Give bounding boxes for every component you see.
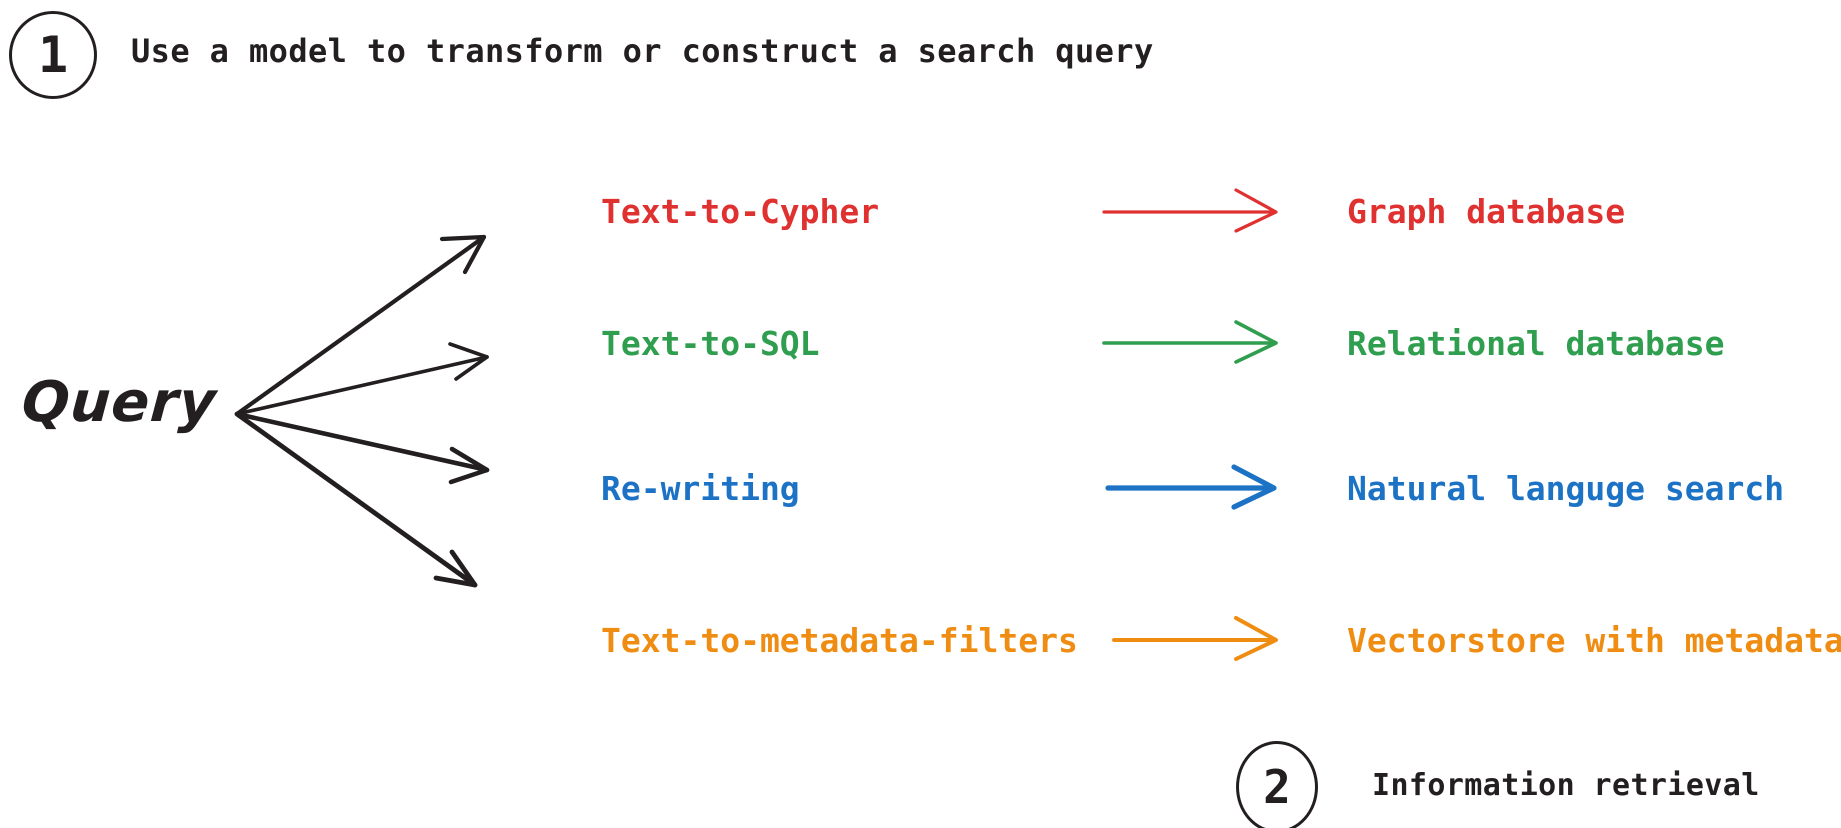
- route-source-label-1: Text-to-SQL: [601, 324, 820, 363]
- route-target-label-0: Graph database: [1347, 192, 1626, 231]
- route-source-label-2: Re-writing: [601, 469, 800, 508]
- route-source-label-3: Text-to-metadata-filters: [601, 621, 1078, 660]
- route-row: Text-to-Cypher Graph database: [0, 188, 1841, 236]
- step-badge-1: 1: [9, 11, 97, 99]
- query-source-label: Query: [19, 370, 219, 435]
- query-fan-arrows: [234, 234, 490, 588]
- route-row: Text-to-metadata-filters Vectorstore wit…: [0, 617, 1841, 665]
- route-target-label-1: Relational database: [1347, 324, 1725, 363]
- route-target-label-2: Natural languge search: [1347, 469, 1785, 508]
- route-row: Re-writing Natural languge search: [0, 465, 1841, 513]
- step-badge-2: 2: [1236, 741, 1318, 828]
- route-row: Text-to-SQL Relational database: [0, 320, 1841, 368]
- route-source-label-0: Text-to-Cypher: [601, 192, 880, 231]
- step-badge-2-number: 2: [1263, 760, 1291, 814]
- step-badge-1-number: 1: [37, 26, 69, 84]
- route-target-label-3: Vectorstore with metadata: [1347, 621, 1841, 660]
- step-caption-1: Use a model to transform or construct a …: [131, 32, 1154, 70]
- step-caption-2: Information retrieval: [1372, 768, 1760, 803]
